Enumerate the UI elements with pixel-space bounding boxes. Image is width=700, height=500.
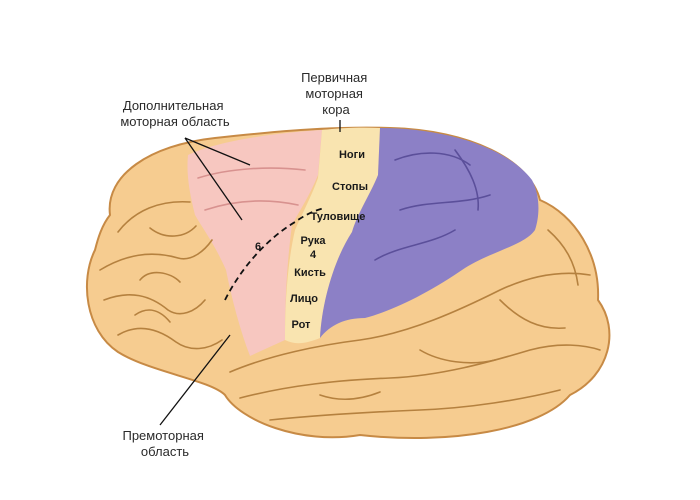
frontal-gyri: [99, 200, 223, 350]
premotor-label-line2: область: [141, 444, 189, 459]
region-feet: Стопы: [332, 181, 368, 193]
leader-lines: [159, 120, 341, 426]
region-trunk: Туловище: [311, 211, 366, 223]
region-arm: Рука: [300, 235, 326, 247]
region-area-6: 6: [255, 241, 261, 253]
primary-motor-region: [285, 127, 380, 344]
primary-motor-label-line2: моторная: [305, 86, 363, 101]
supplementary-motor-label: Дополнительная моторная область: [120, 98, 230, 129]
primary-motor-label-line3: кора: [322, 102, 350, 117]
premotor-region: [187, 130, 322, 356]
parietal-gyri: [374, 149, 579, 286]
parietal-region: [320, 128, 539, 338]
premotor-gyri: [197, 167, 306, 211]
premotor-label-line1: Премоторная: [122, 428, 203, 443]
region-area-4: 4: [310, 249, 317, 261]
region-face: Лицо: [290, 293, 318, 305]
primary-motor-label-line1: Первичная: [301, 70, 367, 85]
area-boundary-dashed: [224, 207, 326, 301]
premotor-label: Премоторная область: [122, 428, 207, 459]
temporal-gyri: [229, 272, 601, 421]
region-legs: Ноги: [339, 149, 365, 161]
supplementary-motor-label-line2: моторная область: [120, 114, 230, 129]
primary-motor-label: Первичная моторная кора: [301, 70, 371, 117]
supplementary-motor-label-line1: Дополнительная: [123, 98, 224, 113]
region-hand: Кисть: [294, 267, 326, 279]
region-mouth: Рот: [292, 319, 312, 331]
